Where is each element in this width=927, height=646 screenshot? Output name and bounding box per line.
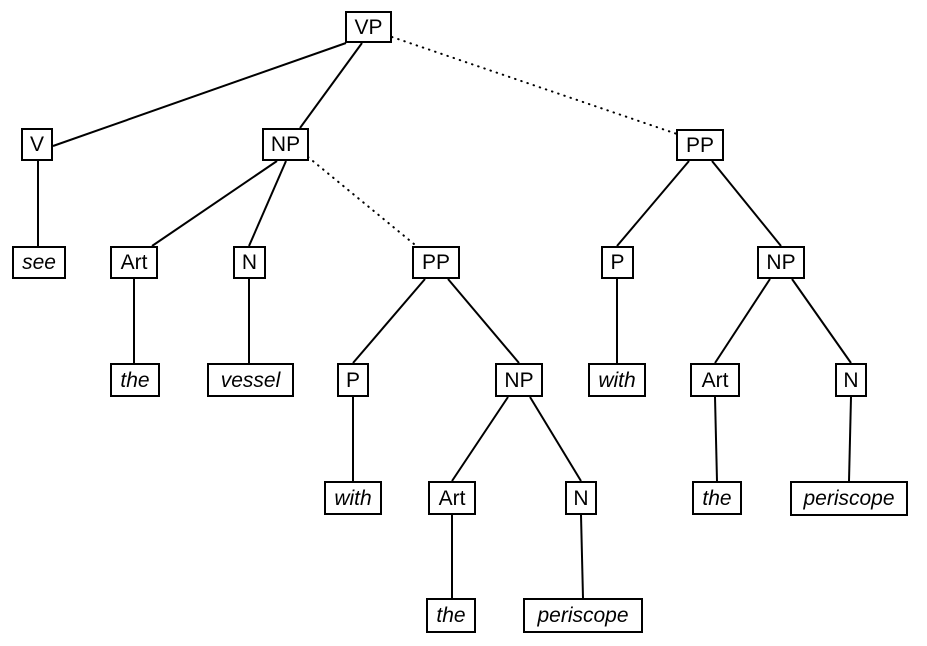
tree-leaf-peri_r: periscope	[790, 481, 908, 516]
tree-leaf-see: see	[12, 246, 66, 279]
tree-edge-np1-to-pp_mid	[307, 156, 415, 245]
tree-leaf-the_m: the	[426, 598, 476, 633]
tree-node-p_mid: P	[337, 363, 369, 397]
tree-node-np_mid: NP	[495, 363, 543, 397]
tree-edge-n_mid-to-peri_m	[580, 514, 584, 599]
tree-node-vp: VP	[345, 11, 392, 43]
tree-edge-vp-to-np1	[299, 42, 363, 129]
tree-node-art_mid: Art	[428, 481, 476, 515]
tree-edge-art_right-to-the_r	[714, 396, 718, 482]
tree-leaf-peri_m: periscope	[523, 598, 643, 633]
tree-leaf-with_m: with	[324, 481, 382, 515]
tree-leaf-vessel: vessel	[207, 363, 294, 397]
tree-leaf-the1: the	[110, 363, 160, 397]
tree-edge-np_right-to-art_right	[714, 278, 771, 364]
tree-node-np1: NP	[262, 128, 309, 161]
tree-node-pp_right: PP	[676, 129, 724, 161]
tree-edge-n_right-to-peri_r	[848, 396, 852, 482]
tree-edge-np1-to-n1	[248, 160, 287, 247]
tree-leaf-with_r: with	[588, 363, 646, 397]
tree-node-art_right: Art	[690, 363, 740, 397]
tree-edge-pp_mid-to-np_mid	[447, 278, 520, 364]
tree-edge-pp_right-to-np_right	[711, 160, 782, 247]
tree-edge-vp-to-pp_right	[391, 36, 678, 135]
tree-node-v: V	[21, 128, 53, 161]
tree-edge-pp_mid-to-p_mid	[352, 278, 426, 364]
tree-node-pp_mid: PP	[412, 246, 460, 279]
tree-edge-np_right-to-n_right	[791, 278, 852, 364]
tree-node-n1: N	[233, 246, 266, 279]
tree-edge-np_mid-to-n_mid	[529, 396, 582, 482]
tree-edge-np1-to-art1	[151, 160, 278, 247]
tree-leaf-the_r: the	[692, 481, 742, 515]
tree-node-n_right: N	[835, 363, 867, 397]
tree-node-np_right: NP	[757, 246, 805, 279]
tree-edge-np_mid-to-art_mid	[451, 396, 509, 482]
tree-node-p_right: P	[601, 246, 634, 279]
tree-edge-vp-to-v	[52, 42, 347, 147]
tree-node-art1: Art	[110, 246, 158, 279]
tree-node-n_mid: N	[565, 481, 597, 515]
tree-edge-pp_right-to-p_right	[616, 160, 690, 247]
